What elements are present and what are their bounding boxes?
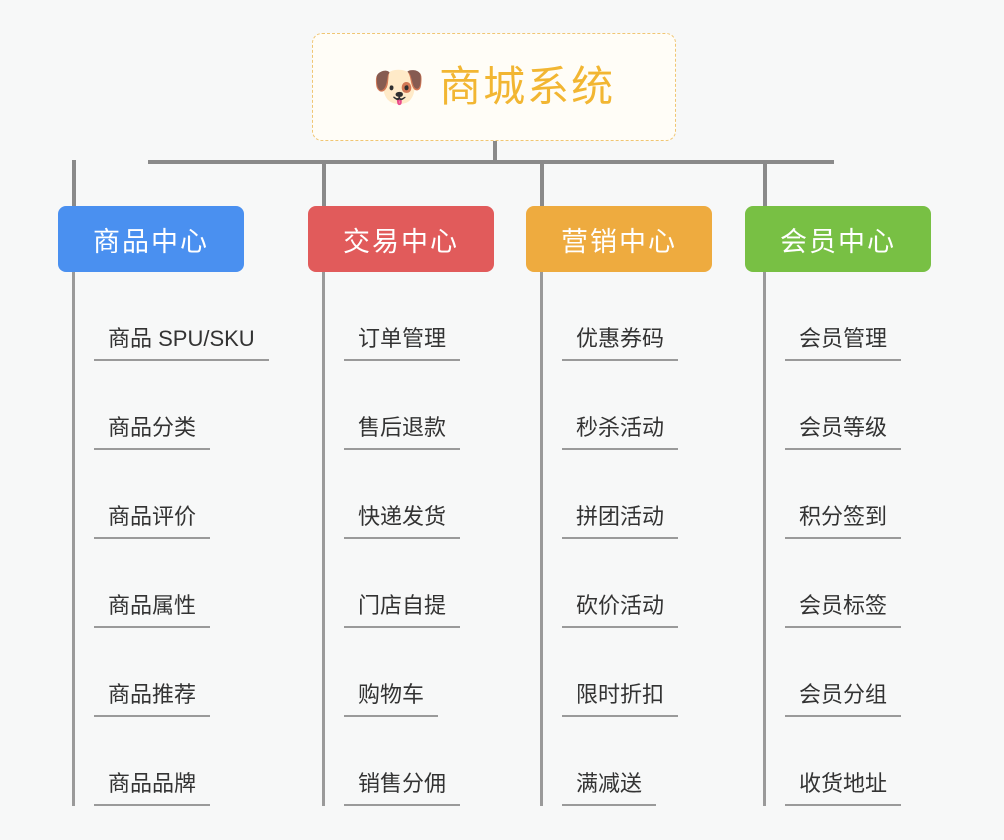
leaf-item[interactable]: 商品推荐 [80,628,244,717]
category-column-0: 商品中心商品 SPU/SKU 商品分类商品评价商品属性商品推荐商品品牌 [58,206,269,806]
leaf-item-label: 限时折扣 [562,684,679,717]
leaf-item[interactable]: 快递发货 [330,450,494,539]
leaf-item[interactable]: 商品 SPU/SKU [80,272,269,361]
category-header-label: 会员中心 [780,226,896,257]
leaf-item[interactable]: 会员分组 [767,628,931,717]
leaf-item[interactable]: 砍价活动 [548,539,712,628]
category-column-2: 营销中心优惠券码秒杀活动拼团活动砍价活动限时折扣满减送 [526,206,712,806]
leaf-item[interactable]: 会员管理 [767,272,931,361]
category-column-3: 会员中心会员管理会员等级积分签到会员标签会员分组收货地址 [745,206,931,806]
leaf-item[interactable]: 会员标签 [767,539,931,628]
leaf-item[interactable]: 积分签到 [767,450,931,539]
category-stem [72,272,75,806]
leaf-item[interactable]: 门店自提 [330,539,494,628]
connector-drop-2 [540,160,544,206]
category-stem [763,272,766,806]
category-column-1: 交易中心订单管理售后退款快递发货门店自提购物车销售分佣 [308,206,494,806]
leaf-item[interactable]: 商品属性 [80,539,244,628]
leaf-item[interactable]: 会员等级 [767,361,931,450]
leaf-item-label: 会员管理 [785,328,902,361]
root-title: 商城系统 [439,63,616,110]
leaf-item-label: 门店自提 [344,595,461,628]
category-header[interactable]: 商品中心 [58,206,244,272]
category-items: 优惠券码秒杀活动拼团活动砍价活动限时折扣满减送 [526,272,712,806]
leaf-item-label: 会员等级 [785,417,902,450]
category-items: 商品 SPU/SKU 商品分类商品评价商品属性商品推荐商品品牌 [58,272,269,806]
leaf-item[interactable]: 满减送 [548,717,712,806]
category-items: 订单管理售后退款快递发货门店自提购物车销售分佣 [308,272,494,806]
root-node[interactable]: 🐶 商城系统 [312,33,676,141]
leaf-item[interactable]: 收货地址 [767,717,931,806]
leaf-item-label: 订单管理 [344,328,461,361]
leaf-item[interactable]: 拼团活动 [548,450,712,539]
leaf-item-label: 购物车 [344,684,439,717]
connector-root-vertical [493,141,497,164]
leaf-item-label: 商品属性 [94,595,211,628]
leaf-item-label: 积分签到 [785,506,902,539]
leaf-item[interactable]: 订单管理 [330,272,494,361]
leaf-item-label: 会员分组 [785,684,902,717]
leaf-item[interactable]: 优惠券码 [548,272,712,361]
leaf-item-label: 商品 SPU/SKU [94,328,269,361]
shiba-dog-face-icon: 🐶 [372,63,426,110]
leaf-item-label: 售后退款 [344,417,461,450]
leaf-item-label: 会员标签 [785,595,902,628]
category-stem [540,272,543,806]
leaf-item-label: 商品推荐 [94,684,211,717]
leaf-item-label: 销售分佣 [344,773,461,806]
category-items: 会员管理会员等级积分签到会员标签会员分组收货地址 [745,272,931,806]
connector-drop-0 [72,160,76,206]
leaf-item-label: 商品分类 [94,417,211,450]
leaf-item[interactable]: 销售分佣 [330,717,494,806]
category-header-label: 商品中心 [93,226,209,257]
leaf-item[interactable]: 限时折扣 [548,628,712,717]
leaf-item-label: 优惠券码 [562,328,679,361]
connector-horizontal-bus [148,160,834,164]
category-header[interactable]: 交易中心 [308,206,494,272]
leaf-item[interactable]: 商品品牌 [80,717,244,806]
connector-drop-3 [763,160,767,206]
category-header-label: 营销中心 [561,226,677,257]
category-header-label: 交易中心 [343,226,459,257]
category-stem [322,272,325,806]
leaf-item-label: 商品品牌 [94,773,211,806]
category-header[interactable]: 营销中心 [526,206,712,272]
leaf-item-label: 拼团活动 [562,506,679,539]
leaf-item-label: 快递发货 [344,506,461,539]
category-header[interactable]: 会员中心 [745,206,931,272]
leaf-item-label: 商品评价 [94,506,211,539]
leaf-item[interactable]: 秒杀活动 [548,361,712,450]
leaf-item-label: 秒杀活动 [562,417,679,450]
leaf-item[interactable]: 商品评价 [80,450,244,539]
leaf-item-label: 砍价活动 [562,595,679,628]
leaf-item[interactable]: 售后退款 [330,361,494,450]
leaf-item[interactable]: 商品分类 [80,361,244,450]
leaf-item[interactable]: 购物车 [330,628,494,717]
leaf-item-label: 满减送 [562,773,657,806]
connector-drop-1 [322,160,326,206]
leaf-item-label: 收货地址 [785,773,902,806]
